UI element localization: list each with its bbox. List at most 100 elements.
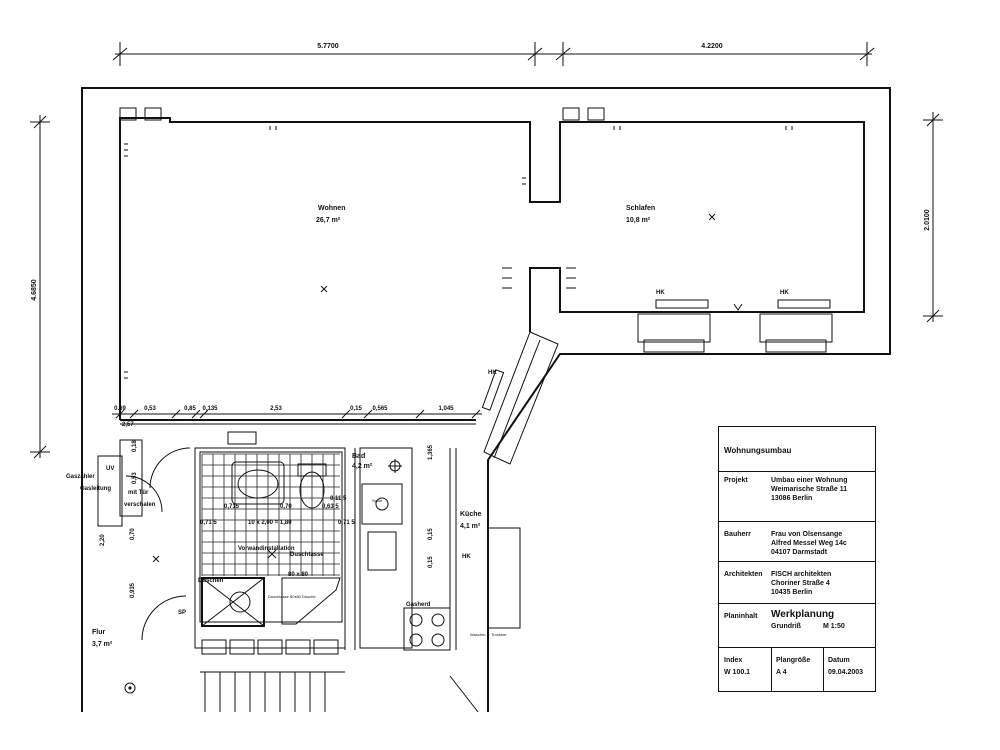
washbasin-bowl [237, 469, 279, 499]
architekt-line-3: 10435 Berlin [771, 589, 813, 596]
room-wohnen-name: Wohnen [318, 205, 345, 212]
sink [361, 483, 403, 525]
room-flur-name: Flur [92, 629, 105, 636]
bath-tile-dim: 10 x 2,00 = 1,80 [248, 520, 292, 526]
room-wohnen-area: 26,7 m² [316, 217, 341, 224]
bauherr-line-1: Frau von Olsensange [771, 531, 843, 538]
washbasin-outline [231, 461, 285, 505]
room-schlafen-area: 10,8 m² [626, 217, 651, 224]
plangroesse-value: A 4 [776, 669, 787, 676]
dim-tick [341, 409, 351, 419]
svg-text:0,18: 0,18 [132, 440, 138, 452]
dimension-top: 5.7700 4.2200 [112, 42, 875, 66]
svg-text:0,71 5: 0,71 5 [338, 520, 355, 526]
door-note-sub: verschalen [124, 502, 156, 508]
svg-text:0,70: 0,70 [130, 528, 136, 540]
bath-dimensions: 0,71 5 0,715 0,70 0,63 5 0,71 5 0,11 5 [200, 496, 355, 526]
shower-field-label: Duschtasse [290, 552, 324, 558]
row-under-dim: 2,57 [122, 422, 134, 428]
svg-text:0,11 5: 0,11 5 [330, 496, 347, 502]
door-swing-flur [141, 595, 187, 641]
hk-label-1: HK [656, 290, 665, 296]
dim-top-left: 5.7700 [317, 43, 339, 50]
entrance-symbol [124, 682, 136, 694]
bauherr-line-3: 04107 Darmstadt [771, 549, 828, 556]
toilet-bowl [299, 471, 325, 509]
row-dim-label: 0,53 [144, 406, 156, 412]
dim-tick [171, 409, 181, 419]
gasherd-label: Gasherd [406, 602, 431, 608]
dim-tick [471, 409, 481, 419]
row-dim-label: 1,045 [438, 406, 454, 412]
dim-tick [363, 409, 373, 419]
dim-tick [415, 409, 425, 419]
dim-tick [115, 409, 125, 419]
vertical-dimensions: 0,18 0,53 0,70 2,20 0,935 1,365 0,15 0,1… [100, 440, 434, 598]
projekt-line-3: 13086 Berlin [771, 495, 813, 502]
door-note: mit Tür [128, 490, 149, 496]
toilet-tank [297, 463, 327, 477]
shower-label: Duschen [198, 578, 224, 584]
door-swing-bath [149, 447, 191, 489]
shower-tray [201, 577, 265, 627]
fixtures [124, 126, 793, 713]
bauherr-label: Bauherr [724, 531, 751, 538]
svg-text:0,15: 0,15 [428, 556, 434, 568]
row-dim-label: 0,15 [350, 406, 362, 412]
room-bad-name: Bad [352, 453, 365, 460]
room-schlafen-name: Schlafen [626, 205, 655, 212]
projekt-line-1: Umbau einer Wohnung [771, 477, 848, 484]
svg-text:0,70: 0,70 [280, 504, 292, 510]
vorwand-label: Vorwandinstallation [238, 546, 295, 552]
architekt-line-1: FISCH architekten [771, 571, 832, 578]
dim-top-right: 4.2200 [701, 43, 723, 50]
index-value: W 100.1 [724, 669, 751, 676]
planinhalt-sub: Grundriß [771, 623, 801, 630]
title-block: Wohnungsumbau Projekt Umbau einer Wohnun… [718, 426, 876, 692]
row-dim-label: 0,565 [372, 406, 388, 412]
shower-field [281, 577, 341, 625]
outer-walls [81, 87, 891, 712]
dim-right-height: 2.0100 [924, 209, 931, 231]
svg-text:0,63 5: 0,63 5 [322, 504, 339, 510]
title-heading: Wohnungsumbau [724, 446, 792, 455]
row-dim-label: 0,85 [184, 406, 196, 412]
dimension-right: 2.0100 [923, 112, 943, 323]
projekt-label: Projekt [724, 477, 748, 484]
shower-size-label: 80 x 80 [288, 572, 309, 578]
planinhalt-title: Werkplanung [771, 609, 835, 620]
dimension-row: 0.69 0,53 0,85 0,135 2,53 0,15 0,565 1,045 [112, 406, 482, 419]
sp-label: SP [178, 610, 186, 616]
bauherr-line-2: Alfred Messel Weg 14c [771, 540, 847, 547]
svg-text:2,20: 2,20 [100, 534, 106, 546]
gas-label: Gaszähler [66, 474, 95, 480]
appliance-note: Waschm. + Trockner [470, 632, 507, 637]
row-dim-label: 0,135 [202, 406, 218, 412]
planinhalt-label: Planinhalt [724, 613, 758, 620]
room-labels: Wohnen 26,7 m² Schlafen 10,8 m² Bad 4,2 … [92, 205, 655, 648]
datum-value: 09.04.2003 [828, 669, 864, 676]
hk-label-3: HK [488, 370, 497, 376]
door-swing-uv [125, 475, 163, 513]
room-kueche-area: 4,1 m² [460, 523, 481, 530]
dim-tick [199, 409, 209, 419]
room-center-marks [152, 213, 716, 563]
hk-label-4: HK [462, 554, 471, 560]
svg-text:0,15: 0,15 [428, 528, 434, 540]
shower-note: Duschtasse 80x80 Dusche [268, 594, 316, 599]
plangroesse-label: Plangröße [776, 657, 811, 664]
hk-label-2: HK [780, 290, 789, 296]
annotation-labels: HK HK HK HK UV Gaszähler Gasleitung mit … [66, 290, 789, 637]
room-bad-area: 4,2 m² [352, 463, 373, 470]
planinhalt-scale: M 1:50 [823, 623, 845, 630]
row-dim-label: 2,53 [270, 406, 282, 412]
sink-note: Spüle [372, 498, 383, 503]
room-flur-area: 3,7 m² [92, 641, 113, 648]
dim-left-height: 4.6850 [31, 279, 38, 301]
room-kueche-name: Küche [460, 511, 482, 518]
architekt-label: Architekten [724, 571, 763, 578]
uv-label: UV [106, 466, 114, 472]
projekt-line-2: Weimarische Straße 11 [771, 486, 848, 493]
row-dim-label: 0.69 [114, 406, 126, 412]
